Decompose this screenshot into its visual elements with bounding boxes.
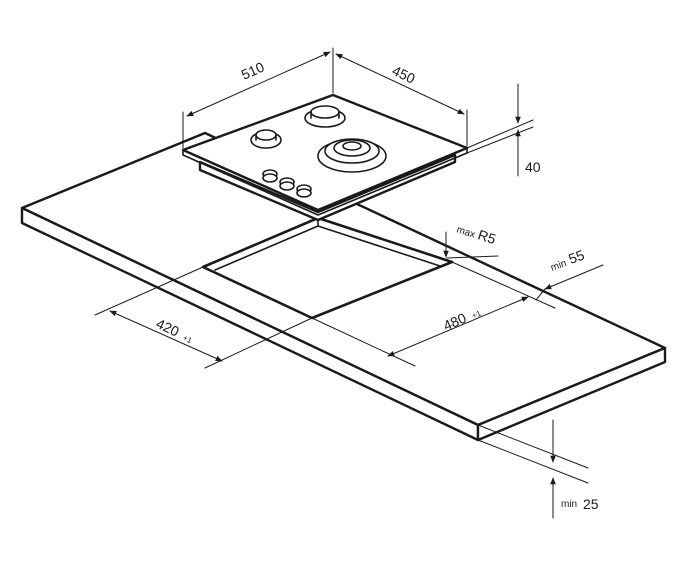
label-hob-width: 510 xyxy=(239,59,267,83)
burner-large xyxy=(317,138,387,173)
label-cutout-width-tolerance: +1 xyxy=(471,308,483,320)
dimension-lines xyxy=(94,47,604,519)
label-hob-depth: 450 xyxy=(390,62,418,86)
label-worktop-thickness: 25 xyxy=(583,496,599,512)
control-knobs xyxy=(262,169,312,198)
label-cutout-depth: 420 xyxy=(154,315,182,339)
label-corner-radius: R5 xyxy=(476,226,498,247)
label-worktop-thickness-prefix: min xyxy=(561,499,577,510)
label-corner-radius-prefix: max xyxy=(455,224,476,240)
label-cutout-depth-tolerance: +1 xyxy=(181,333,194,345)
label-edge-distance-prefix: min xyxy=(549,258,568,274)
label-edge-distance: 55 xyxy=(566,247,586,267)
burner-small xyxy=(250,129,282,149)
gas-hob xyxy=(181,93,469,222)
label-hob-height: 40 xyxy=(525,159,541,175)
